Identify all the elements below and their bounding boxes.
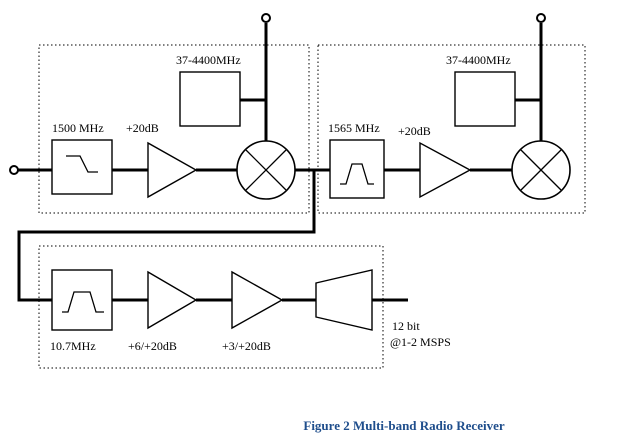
stage1: 1500 MHz +20dB 37-4400MHz [9, 13, 296, 200]
mixer1-to-stage3-wire [17, 168, 316, 302]
stage3-amp2-label: +3/+20dB [222, 339, 271, 353]
stage2-amplifier [419, 141, 472, 199]
stage1-lowpass-filter [51, 139, 113, 195]
stage1-filter-label: 1500 MHz [52, 121, 104, 135]
stage3: 10.7MHz +6/+20dB +3/+20dB 12 bit @1-2 MS… [50, 269, 451, 353]
stage2-amp-label: +20dB [398, 124, 431, 138]
rf-input-terminal [9, 165, 19, 175]
stage3-amplifier-2 [231, 270, 284, 330]
lowpass-symbol [66, 155, 98, 173]
bandpass-symbol [62, 291, 104, 313]
stage2-local-oscillator [454, 71, 516, 127]
bandpass-symbol [340, 163, 374, 185]
stage3-amp1-label: +6/+20dB [128, 339, 177, 353]
stage1-amplifier [147, 141, 198, 199]
stage1-lo-label: 37-4400MHz [176, 53, 241, 67]
stage2-bandpass-filter [329, 139, 385, 199]
stage2-mixer [511, 140, 571, 200]
stage2-filter-label: 1565 MHz [328, 121, 380, 135]
adc-label-line1: 12 bit [392, 319, 420, 333]
figure-caption: Figure 2 Multi-band Radio Receiver [303, 418, 504, 433]
stage2-outline [317, 44, 586, 214]
stage2-lo-label: 37-4400MHz [446, 53, 511, 67]
adc-label-line2: @1-2 MSPS [390, 335, 451, 349]
stage2: 1565 MHz +20dB 37-4400MHz [328, 13, 571, 200]
lo-to-mixer-wire [240, 98, 268, 141]
stage3-outline [38, 245, 384, 369]
stage1-local-oscillator [179, 71, 241, 127]
stage1-outline [38, 44, 310, 214]
stage1-amp-label: +20dB [126, 121, 159, 135]
stage1-mixer [236, 140, 296, 200]
stage3-filter-label: 10.7MHz [50, 339, 96, 353]
stage3-amplifier-1 [147, 270, 198, 330]
lo-output-terminal [261, 13, 271, 23]
lo-to-mixer-wire [515, 98, 543, 141]
adc-symbol [315, 269, 373, 331]
lo-output-terminal [536, 13, 546, 23]
stage3-bandpass-filter [51, 269, 113, 331]
